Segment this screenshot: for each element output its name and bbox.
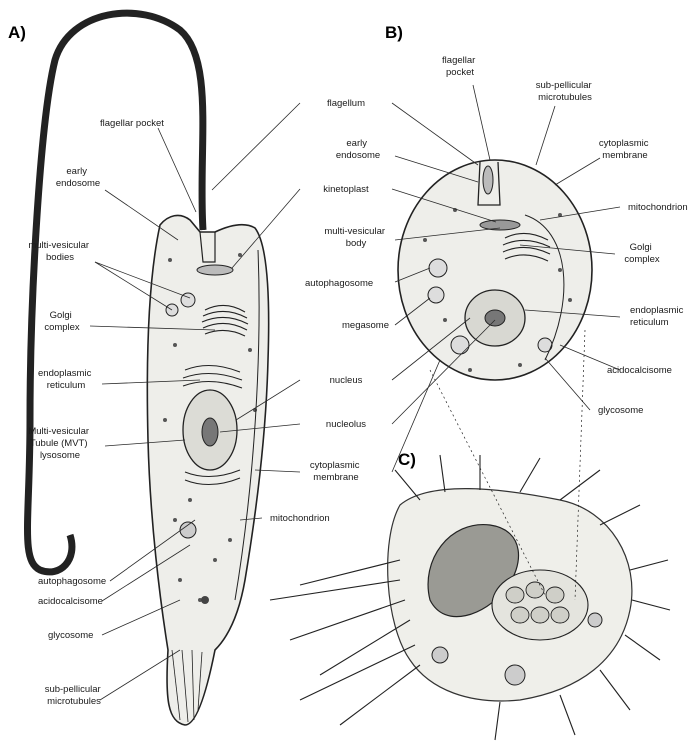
panel-label-a: A): [8, 23, 26, 42]
label-golgi-complex-b: Golgi complex: [624, 242, 660, 265]
panel-label-b: B): [385, 23, 403, 42]
labels-panel-a: flagellar pocket early endosome multi-ve…: [28, 118, 164, 707]
panel-b-amastigote: [398, 160, 592, 380]
label-mvt-lysosome-a: Multi-vesicular Tubule (MVT) lysosome: [28, 426, 91, 461]
label-acidocalcisome-b: acidocalcisome: [607, 365, 672, 376]
label-golgi-complex-a: Golgi complex: [44, 310, 80, 333]
label-autophagosome-a: autophagosome: [38, 576, 106, 587]
label-multi-vesicular-body-b: multi-vesicular body: [324, 226, 387, 249]
label-endoplasmic-reticulum-b: endoplasmic reticulum: [630, 305, 686, 328]
label-kinetoplast: kinetoplast: [323, 184, 369, 195]
label-cytoplasmic-membrane-a: cytoplasmic membrane: [310, 460, 362, 483]
panel-c-macrophage: [270, 330, 670, 740]
label-megasome-b: megasome: [342, 320, 389, 331]
label-cytoplasmic-membrane-b: cytoplasmic membrane: [599, 138, 651, 161]
label-mitochondrion-b: mitochondrion: [628, 202, 688, 213]
label-nucleolus: nucleolus: [326, 419, 366, 430]
label-flagellar-pocket-b: flagellar pocket: [442, 55, 478, 78]
label-nucleus: nucleus: [330, 375, 363, 386]
label-mitochondrion-a: mitochondrion: [270, 513, 330, 524]
label-glycosome-b: glycosome: [598, 405, 643, 416]
label-early-endosome-b: early endosome: [336, 138, 380, 161]
label-acidocalcisome-a: acidocalcisome: [38, 596, 103, 607]
label-autophagosome-b: autophagosome: [305, 278, 373, 289]
label-glycosome-a: glycosome: [48, 630, 93, 641]
labels-center: flagellum kinetoplast nucleus nucleolus …: [270, 98, 369, 524]
label-early-endosome-a: early endosome: [56, 166, 100, 189]
label-flagellar-pocket-a: flagellar pocket: [100, 118, 164, 129]
panel-label-c: C): [398, 450, 416, 469]
label-sub-pellicular-microtubules-a: sub-pellicular microtubules: [45, 684, 104, 707]
label-endoplasmic-reticulum-a: endoplasmic reticulum: [38, 368, 94, 391]
label-flagellum: flagellum: [327, 98, 365, 109]
label-sub-pellicular-microtubules-b: sub-pellicular microtubules: [536, 80, 595, 103]
